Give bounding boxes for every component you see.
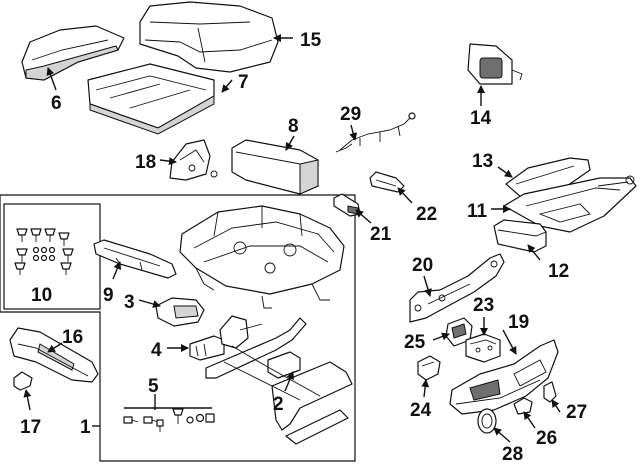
part-26-knob — [513, 397, 533, 415]
callout-21: 21 — [370, 224, 392, 245]
leader-2 — [284, 371, 294, 392]
callout-19: 19 — [508, 312, 529, 333]
callout-15: 15 — [300, 30, 322, 51]
callout-4: 4 — [151, 340, 162, 361]
leader-26 — [523, 411, 536, 429]
part-21-connector — [333, 193, 361, 217]
callout-23: 23 — [473, 295, 494, 316]
part-11-seat-pan — [503, 175, 637, 233]
hardware-kit-box — [3, 203, 101, 310]
callout-5: 5 — [148, 376, 159, 397]
leader-24 — [421, 379, 430, 398]
leader-13 — [497, 166, 513, 178]
callout-14: 14 — [470, 108, 492, 129]
leader-20 — [423, 275, 432, 297]
callout-29: 29 — [340, 104, 361, 125]
part-16-side-trim — [9, 327, 99, 383]
part-14-switch-housing — [467, 43, 523, 85]
part-10-fasteners — [14, 228, 74, 275]
part-24-clip — [417, 355, 441, 381]
callout-7: 7 — [238, 72, 249, 93]
part-9-rail-cover — [93, 239, 177, 279]
part-19-side-shield — [449, 339, 559, 415]
leader-16 — [47, 342, 63, 353]
leader-25 — [432, 332, 450, 341]
callout-10: 10 — [31, 285, 52, 306]
callout-1: 1 — [80, 417, 91, 438]
callout-26: 26 — [536, 428, 557, 449]
part-7-cushion-pad — [87, 63, 215, 135]
part-4-motor — [189, 315, 249, 361]
part-23-module — [465, 333, 501, 363]
callout-13: 13 — [472, 151, 493, 172]
callout-12: 12 — [548, 261, 569, 282]
part-8-pad — [231, 139, 319, 195]
callout-17: 17 — [20, 417, 41, 438]
part-20-side-bracket — [409, 253, 505, 323]
leader-17 — [23, 389, 32, 411]
part-6-side-pad — [21, 25, 125, 81]
callout-3: 3 — [124, 292, 135, 313]
leader-21 — [355, 209, 372, 224]
leader-7 — [221, 79, 233, 93]
part-28-trim-ring — [477, 408, 497, 434]
callout-9: 9 — [103, 285, 114, 306]
leader-9 — [112, 261, 122, 280]
seat-assembly-box — [0, 194, 356, 462]
part-3-actuator — [155, 297, 205, 327]
part-5-hardware — [123, 408, 215, 432]
seat-frame — [179, 205, 345, 309]
leader-3 — [138, 299, 161, 308]
callout-25: 25 — [404, 332, 426, 353]
callout-24: 24 — [410, 400, 432, 421]
callout-11: 11 — [467, 201, 488, 222]
callout-2: 2 — [273, 394, 284, 415]
leader-6 — [46, 67, 57, 91]
part-29-harness — [335, 112, 416, 153]
leader-12 — [527, 244, 541, 261]
part-18-trim-cover — [169, 139, 218, 181]
part-15-seat-cover — [139, 1, 279, 73]
part-27-cap — [543, 381, 557, 403]
callout-27: 27 — [566, 402, 587, 423]
part-12-pad — [493, 219, 547, 253]
leader-29 — [349, 124, 358, 141]
callout-20: 20 — [412, 255, 433, 276]
leader-27 — [551, 399, 561, 413]
leader-lines — [23, 34, 561, 443]
callout-28: 28 — [502, 444, 523, 465]
part-17-clip — [13, 371, 33, 391]
part-22-bracket — [369, 171, 405, 193]
callout-labels: 15 6 7 14 29 8 18 13 22 21 11 12 20 10 9… — [20, 30, 587, 465]
leader-18 — [159, 157, 177, 166]
callout-16: 16 — [62, 327, 83, 348]
callout-6: 6 — [51, 93, 62, 114]
callout-18: 18 — [135, 152, 156, 173]
callout-8: 8 — [288, 116, 299, 137]
leader-19 — [502, 329, 517, 355]
leader-8 — [285, 135, 295, 151]
leader-22 — [397, 187, 413, 204]
callout-22: 22 — [416, 204, 437, 225]
leader-28 — [493, 427, 511, 443]
